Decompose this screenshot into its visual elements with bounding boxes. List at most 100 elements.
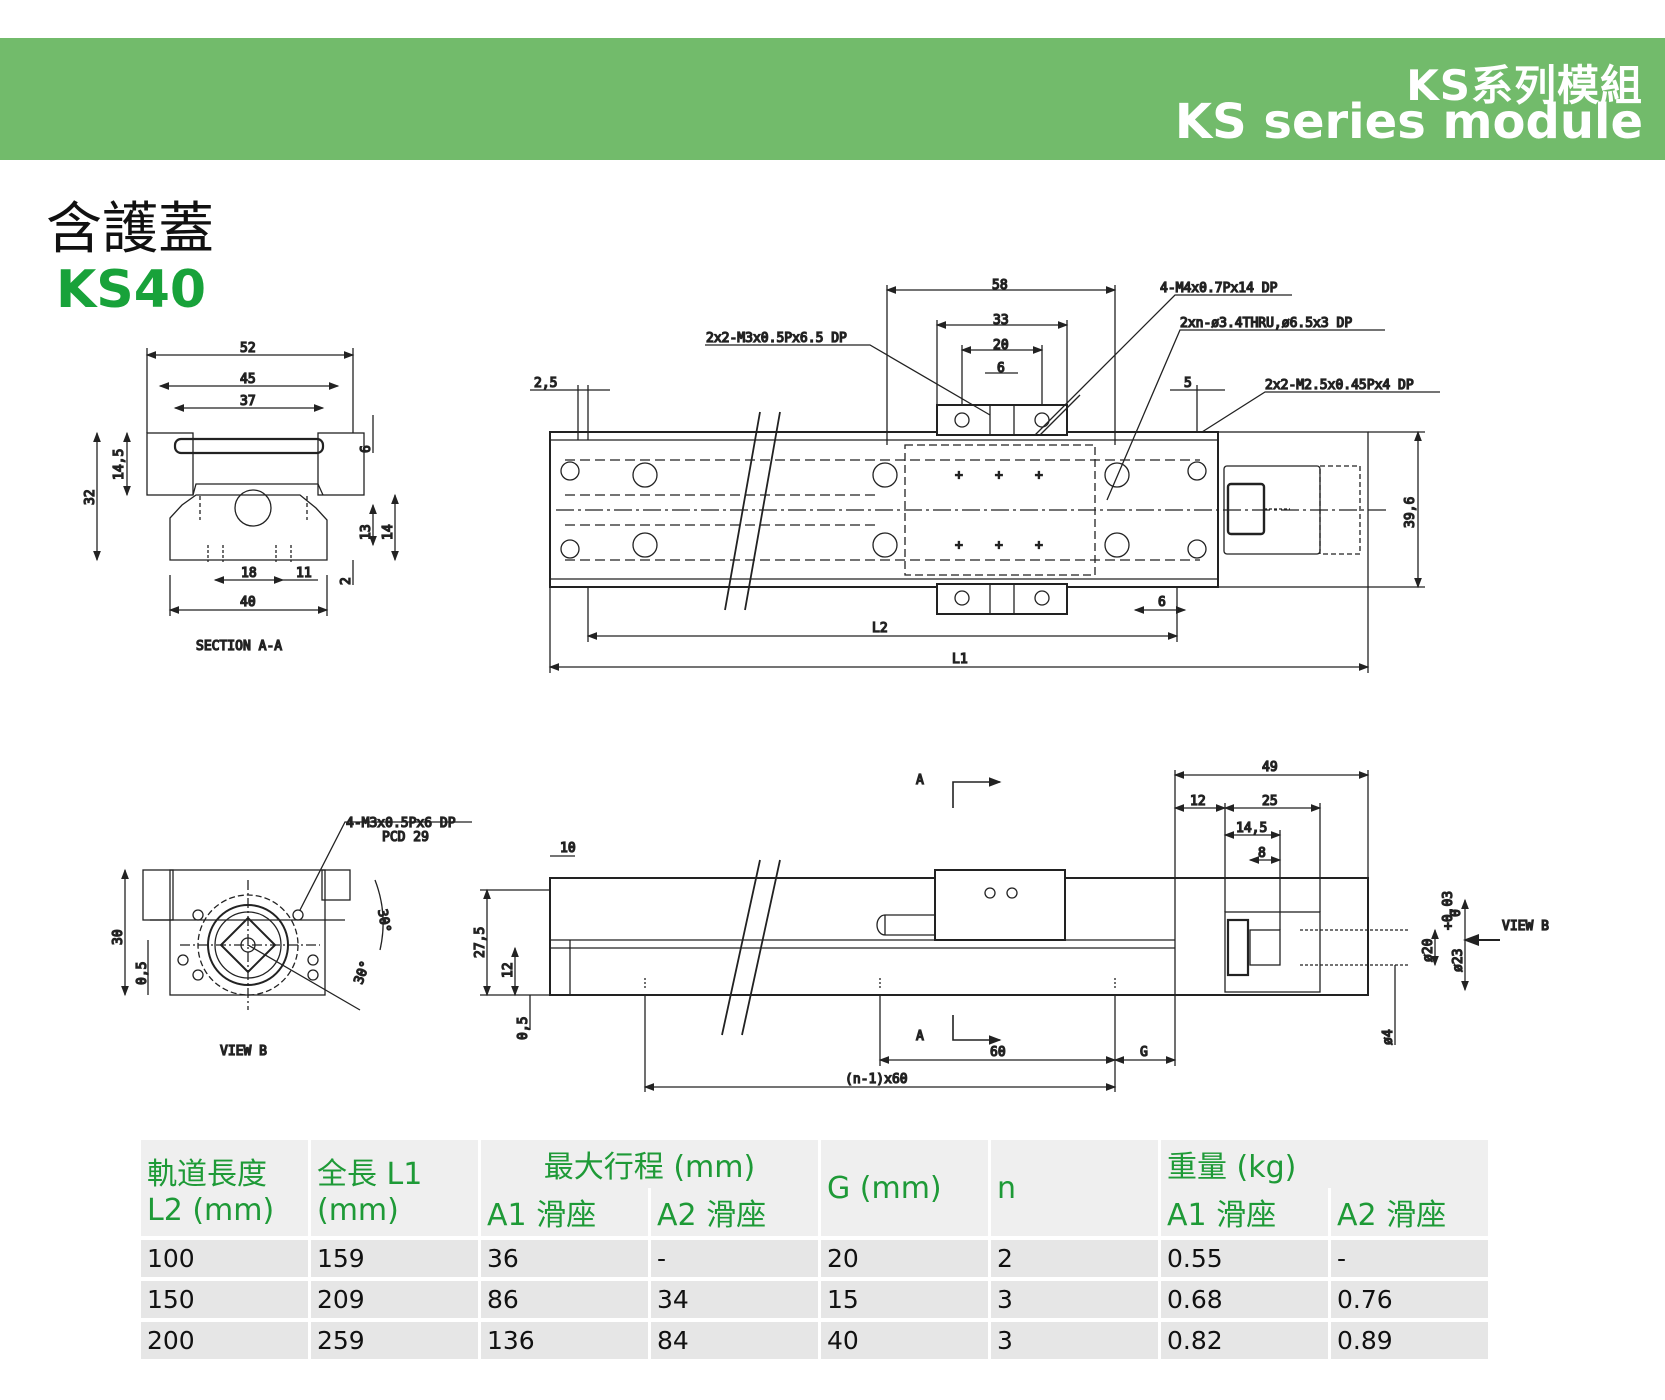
cell-stroke-a1: 86 bbox=[481, 1277, 648, 1318]
model-heading: KS40 bbox=[56, 260, 207, 320]
svg-text:+: + bbox=[955, 468, 963, 483]
table-row: 100 159 36 - 20 2 0.55 - bbox=[141, 1236, 1488, 1277]
dim-0-5-sv: 0,5 bbox=[516, 1017, 531, 1040]
dim-10: 10 bbox=[560, 841, 576, 856]
dim-6: 6 bbox=[359, 445, 374, 453]
cell-weight-a1: 0.68 bbox=[1161, 1277, 1328, 1318]
header-g: G (mm) bbox=[821, 1140, 988, 1236]
cell-weight-a1: 0.55 bbox=[1161, 1236, 1328, 1277]
cell-weight-a2: 0.89 bbox=[1331, 1318, 1488, 1359]
header-stroke: 最大行程 (mm) bbox=[481, 1140, 818, 1188]
angle-30-top: 30° bbox=[374, 908, 393, 934]
dim-58: 58 bbox=[992, 278, 1008, 293]
top-view: +++ +++ 58 33 20 6 2,5 5 39,6 6 bbox=[530, 277, 1440, 673]
view-b-caption: VIEW B bbox=[220, 1044, 267, 1059]
dim-12-top: 12 bbox=[1190, 794, 1206, 809]
dim-27-5: 27,5 bbox=[473, 927, 488, 958]
header-weight-a2: A2 滑座 bbox=[1331, 1188, 1488, 1236]
dim-60: 60 bbox=[990, 1045, 1006, 1060]
dim-13: 13 bbox=[359, 524, 374, 540]
dim-14-5-sv: 14,5 bbox=[1236, 821, 1267, 836]
dim-14: 14 bbox=[381, 524, 396, 540]
cell-stroke-a2: - bbox=[651, 1236, 818, 1277]
section-a-a: 52 45 37 32 14,5 6 13 14 18 11 2 40 SECT… bbox=[82, 340, 399, 655]
cell-l2: 100 bbox=[141, 1236, 308, 1277]
dim-14-5: 14,5 bbox=[112, 449, 127, 480]
header-banner: KS系列模組 KS series module bbox=[0, 38, 1665, 160]
header-stroke-a2: A2 滑座 bbox=[651, 1188, 818, 1236]
callout-m2-5: 2x2-M2.5x0.45Px4 DP bbox=[1265, 378, 1414, 393]
dim-dia-23: ø23 bbox=[1451, 949, 1466, 972]
dim-11: 11 bbox=[296, 566, 312, 581]
svg-text:+: + bbox=[995, 468, 1003, 483]
dim-30-vb: 30 bbox=[111, 929, 126, 945]
svg-text:+: + bbox=[995, 538, 1003, 553]
dim-2: 2 bbox=[339, 577, 354, 585]
cell-l2: 150 bbox=[141, 1277, 308, 1318]
header-n: n bbox=[991, 1140, 1158, 1236]
cell-stroke-a1: 136 bbox=[481, 1318, 648, 1359]
cell-n: 2 bbox=[991, 1236, 1158, 1277]
callout-m3-vb: 4-M3x0.5Px6 DP bbox=[346, 816, 456, 831]
header-l2: 軌道長度 L2 (mm) bbox=[141, 1140, 308, 1236]
section-mark-a-top: A bbox=[916, 773, 924, 788]
cell-stroke-a1: 36 bbox=[481, 1236, 648, 1277]
cover-heading: 含護蓋 bbox=[46, 197, 214, 262]
dim-37: 37 bbox=[240, 394, 256, 409]
cell-n: 3 bbox=[991, 1318, 1158, 1359]
dim-25: 25 bbox=[1262, 794, 1278, 809]
tol-upper: +0.03 bbox=[1441, 891, 1456, 930]
cell-l1: 209 bbox=[311, 1277, 478, 1318]
dim-40: 40 bbox=[240, 595, 256, 610]
header-l1: 全長 L1 (mm) bbox=[311, 1140, 478, 1236]
header-row-2: A1 滑座 A2 滑座 A1 滑座 A2 滑座 bbox=[141, 1188, 1488, 1236]
section-a-a-caption: SECTION A-A bbox=[196, 639, 282, 654]
view-b-label: VIEW B bbox=[1502, 919, 1549, 934]
banner-title-zh: KS系列模組 bbox=[1406, 61, 1643, 110]
dim-l2: L2 bbox=[872, 621, 888, 636]
cell-stroke-a2: 34 bbox=[651, 1277, 818, 1318]
cell-l1: 259 bbox=[311, 1318, 478, 1359]
cell-weight-a2: - bbox=[1331, 1236, 1488, 1277]
callout-thru: 2xn-ø3.4THRU,ø6.5x3 DP bbox=[1180, 316, 1352, 331]
angle-30-bottom: 30° bbox=[352, 959, 374, 986]
header-weight: 重量 (kg) bbox=[1161, 1140, 1488, 1188]
svg-text:+: + bbox=[955, 538, 963, 553]
dim-n-1-x60: (n-1)x60 bbox=[845, 1072, 908, 1087]
tol-lower: 0 bbox=[1449, 909, 1464, 917]
svg-text:+: + bbox=[1035, 468, 1043, 483]
svg-text:+: + bbox=[1035, 538, 1043, 553]
cell-l1: 159 bbox=[311, 1236, 478, 1277]
dim-l1: L1 bbox=[952, 652, 968, 667]
callout-pcd: PCD 29 bbox=[382, 830, 429, 845]
dim-5: 5 bbox=[1184, 376, 1192, 391]
dim-g: G bbox=[1140, 1045, 1148, 1060]
dim-20: 20 bbox=[993, 338, 1009, 353]
dim-52: 52 bbox=[240, 341, 256, 356]
table-row: 150 209 86 34 15 3 0.68 0.76 bbox=[141, 1277, 1488, 1318]
cell-g: 15 bbox=[821, 1277, 988, 1318]
dim-32: 32 bbox=[83, 489, 98, 505]
technical-drawing: 52 45 37 32 14,5 6 13 14 18 11 2 40 SECT… bbox=[82, 277, 1550, 1092]
header-stroke-a1: A1 滑座 bbox=[481, 1188, 648, 1236]
banner-title-en: KS series module bbox=[1174, 94, 1643, 150]
dim-6-bottom: 6 bbox=[1158, 595, 1166, 610]
cell-l2: 200 bbox=[141, 1318, 308, 1359]
cell-stroke-a2: 84 bbox=[651, 1318, 818, 1359]
callout-m4: 4-M4x0.7Px14 DP bbox=[1160, 281, 1278, 296]
dim-dia-20: ø20 bbox=[1421, 939, 1436, 962]
dim-dia-4: ø4 bbox=[1381, 1029, 1396, 1045]
table-row: 200 259 136 84 40 3 0.82 0.89 bbox=[141, 1318, 1488, 1359]
spec-table: 軌道長度 L2 (mm) 全長 L1 (mm) 最大行程 (mm) G (mm)… bbox=[138, 1140, 1491, 1359]
dim-6-top: 6 bbox=[997, 361, 1005, 376]
cell-weight-a2: 0.76 bbox=[1331, 1277, 1488, 1318]
dim-12-sv: 12 bbox=[501, 962, 516, 978]
view-b: 4-M3x0.5Px6 DP PCD 29 30 0,5 30° 30° VIE… bbox=[110, 815, 472, 1060]
dim-39-6: 39,6 bbox=[1403, 497, 1418, 528]
cell-weight-a1: 0.82 bbox=[1161, 1318, 1328, 1359]
callout-m3: 2x2-M3x0.5Px6.5 DP bbox=[706, 331, 847, 346]
side-view: 10 27,5 12 0,5 49 12 25 14,5 8 ø20 ø23 +… bbox=[472, 759, 1550, 1092]
section-mark-a-bottom: A bbox=[916, 1029, 924, 1044]
cell-n: 3 bbox=[991, 1277, 1158, 1318]
cell-g: 40 bbox=[821, 1318, 988, 1359]
